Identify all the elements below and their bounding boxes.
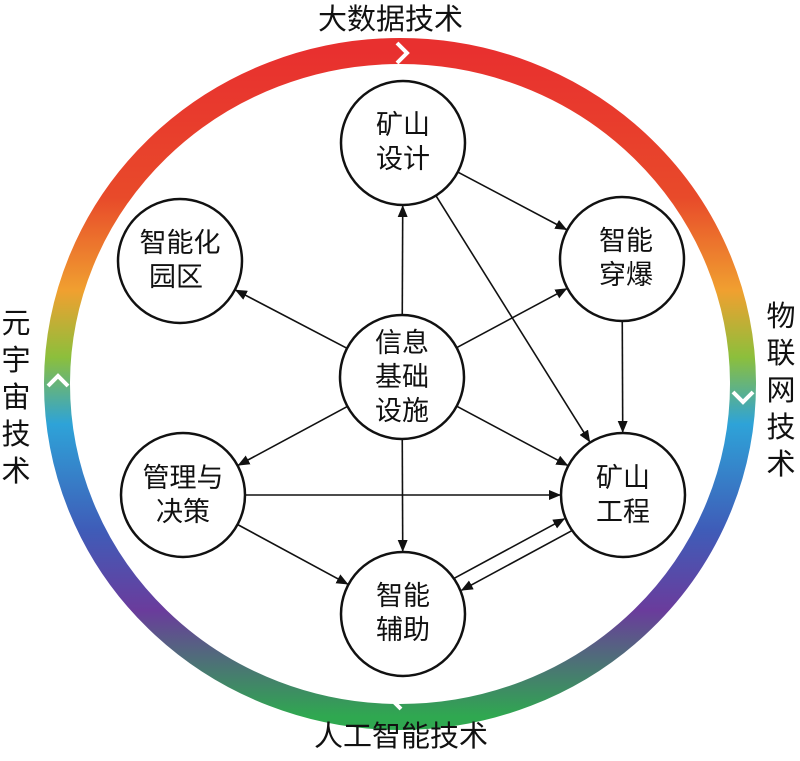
node-center: 信息 基础 设施 <box>340 315 464 439</box>
node-center-line-2: 基础 <box>375 362 429 393</box>
node-assist: 智能 辅助 <box>341 552 465 676</box>
node-blasting-circle <box>560 197 684 321</box>
node-center-line-1: 信息 <box>375 328 429 359</box>
node-center-line-3: 设施 <box>375 396 429 427</box>
node-park-circle <box>118 199 242 323</box>
ring-label-bottom: 人工智能技术 <box>314 722 488 751</box>
node-engineering-line-1: 矿山 <box>596 463 650 494</box>
arrow-center-to-park <box>236 290 347 348</box>
node-blasting-line-2: 穿爆 <box>599 260 653 291</box>
arrow-mgmt-to-assist <box>238 524 348 584</box>
node-blasting: 智能 穿爆 <box>560 197 684 321</box>
node-park-line-1: 智能化 <box>140 228 221 259</box>
node-assist-line-1: 智能 <box>376 581 430 612</box>
nodes: 信息 基础 设施 矿山 设计 智能 穿爆 智能化 园区 管理与 <box>118 81 685 676</box>
node-assist-circle <box>341 552 465 676</box>
node-blasting-line-1: 智能 <box>599 226 653 257</box>
arrow-assist-to-engineering <box>454 519 564 579</box>
arrow-center-to-blasting <box>457 289 567 348</box>
node-mgmt: 管理与 决策 <box>121 433 245 557</box>
node-park: 智能化 园区 <box>118 199 242 323</box>
node-design-circle <box>341 81 465 205</box>
node-design-line-1: 矿山 <box>376 110 430 141</box>
node-design: 矿山 设计 <box>341 81 465 205</box>
node-assist-line-2: 辅助 <box>376 615 430 646</box>
ring-label-left: 元宇宙技术 <box>0 305 32 490</box>
node-engineering-circle <box>561 433 685 557</box>
ring-label-top: 大数据技术 <box>318 5 463 34</box>
node-engineering-line-2: 工程 <box>596 497 650 528</box>
node-park-line-2: 园区 <box>149 262 203 293</box>
node-mgmt-circle <box>121 433 245 557</box>
arrow-center-to-engineering <box>457 406 568 465</box>
arrow-design-to-blasting <box>458 172 567 229</box>
node-engineering: 矿山 工程 <box>561 433 685 557</box>
ring-label-right: 物联网技术 <box>765 298 797 483</box>
node-mgmt-line-2: 决策 <box>156 497 210 528</box>
node-mgmt-line-1: 管理与 <box>143 463 224 494</box>
arrow-engineering-to-assist <box>462 531 572 591</box>
node-design-line-2: 设计 <box>376 144 430 175</box>
arrow-center-to-mgmt <box>238 406 347 465</box>
